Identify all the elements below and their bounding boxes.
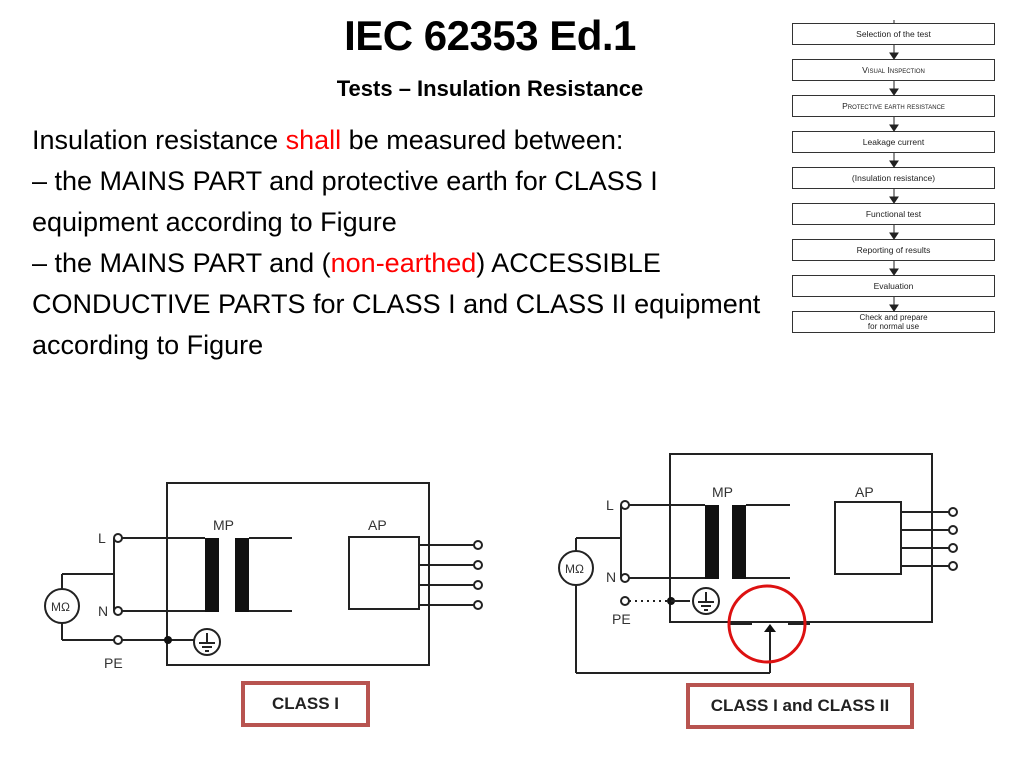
label-mp-left: MP	[213, 517, 234, 533]
flow-step-leakage-current: Leakage current	[792, 131, 995, 153]
label-n-right: N	[606, 569, 616, 585]
label-l-left: L	[98, 530, 106, 546]
flow-step-selection: Selection of the test	[792, 23, 995, 45]
equipment-enclosure	[669, 453, 933, 623]
applied-part-box	[834, 501, 902, 575]
class-one-diagram	[44, 482, 483, 666]
flow-step-check-line1: Check and prepare	[859, 313, 928, 322]
terminal-l	[113, 533, 123, 543]
flow-step-check-prepare: Check and prepare for normal use	[792, 311, 995, 333]
paragraph-class-one: – the MAINS PART and protective earth fo…	[32, 166, 658, 237]
transformer-core-primary	[205, 538, 219, 612]
meter-label-right: MΩ	[565, 562, 584, 576]
flow-step-visual-inspection: Visual Inspection	[792, 59, 995, 81]
label-ap-left: AP	[368, 517, 387, 533]
terminal-n	[620, 573, 630, 583]
page-subtitle: Tests – Insulation Resistance	[336, 76, 644, 101]
label-mp-right: MP	[712, 484, 733, 500]
label-pe-right: PE	[612, 611, 631, 627]
class-two-diagram	[558, 453, 958, 674]
flow-step-functional-test: Functional test	[792, 203, 995, 225]
flow-step-evaluation: Evaluation	[792, 275, 995, 297]
body-text: Insulation resistance shall be measured …	[32, 120, 762, 366]
class-one-label: CLASS I	[241, 681, 370, 727]
text-fragment: Insulation resistance	[32, 125, 286, 155]
page-title: IEC 62353 Ed.1	[344, 12, 636, 59]
terminal-l	[620, 500, 630, 510]
flow-step-protective-earth: Protective earth resistance	[792, 95, 995, 117]
equipment-enclosure	[166, 482, 430, 666]
highlight-circle	[727, 584, 807, 664]
label-ap-right: AP	[855, 484, 874, 500]
text-fragment: be measured between:	[341, 125, 624, 155]
highlight-non-earthed: non-earthed	[330, 248, 477, 278]
text-fragment: – the MAINS PART and (	[32, 248, 331, 278]
label-n-left: N	[98, 603, 108, 619]
flow-step-reporting: Reporting of results	[792, 239, 995, 261]
highlight-shall: shall	[285, 125, 342, 155]
applied-part-box	[348, 536, 420, 610]
transformer-core-secondary	[235, 538, 249, 612]
meter-label-left: MΩ	[51, 600, 70, 614]
flow-step-insulation-resistance: (Insulation resistance)	[792, 167, 995, 189]
terminal-pe	[113, 635, 123, 645]
terminal-n	[113, 606, 123, 616]
transformer-core-primary	[705, 505, 719, 579]
label-pe-left: PE	[104, 655, 123, 671]
paragraph-class-two: – the MAINS PART and (non-earthed) ACCES…	[32, 243, 762, 366]
label-l-right: L	[606, 497, 614, 513]
transformer-core-secondary	[732, 505, 746, 579]
text-fragment: ) ACCESSIBLE CONDUCTIVE PARTS for CLASS …	[32, 248, 761, 360]
flow-step-check-line2: for normal use	[867, 322, 920, 331]
class-two-label: CLASS I and CLASS II	[686, 683, 914, 729]
terminal-pe	[620, 596, 630, 606]
flowchart-arrows	[889, 20, 899, 312]
paragraph-intro: Insulation resistance shall be measured …	[32, 120, 762, 161]
